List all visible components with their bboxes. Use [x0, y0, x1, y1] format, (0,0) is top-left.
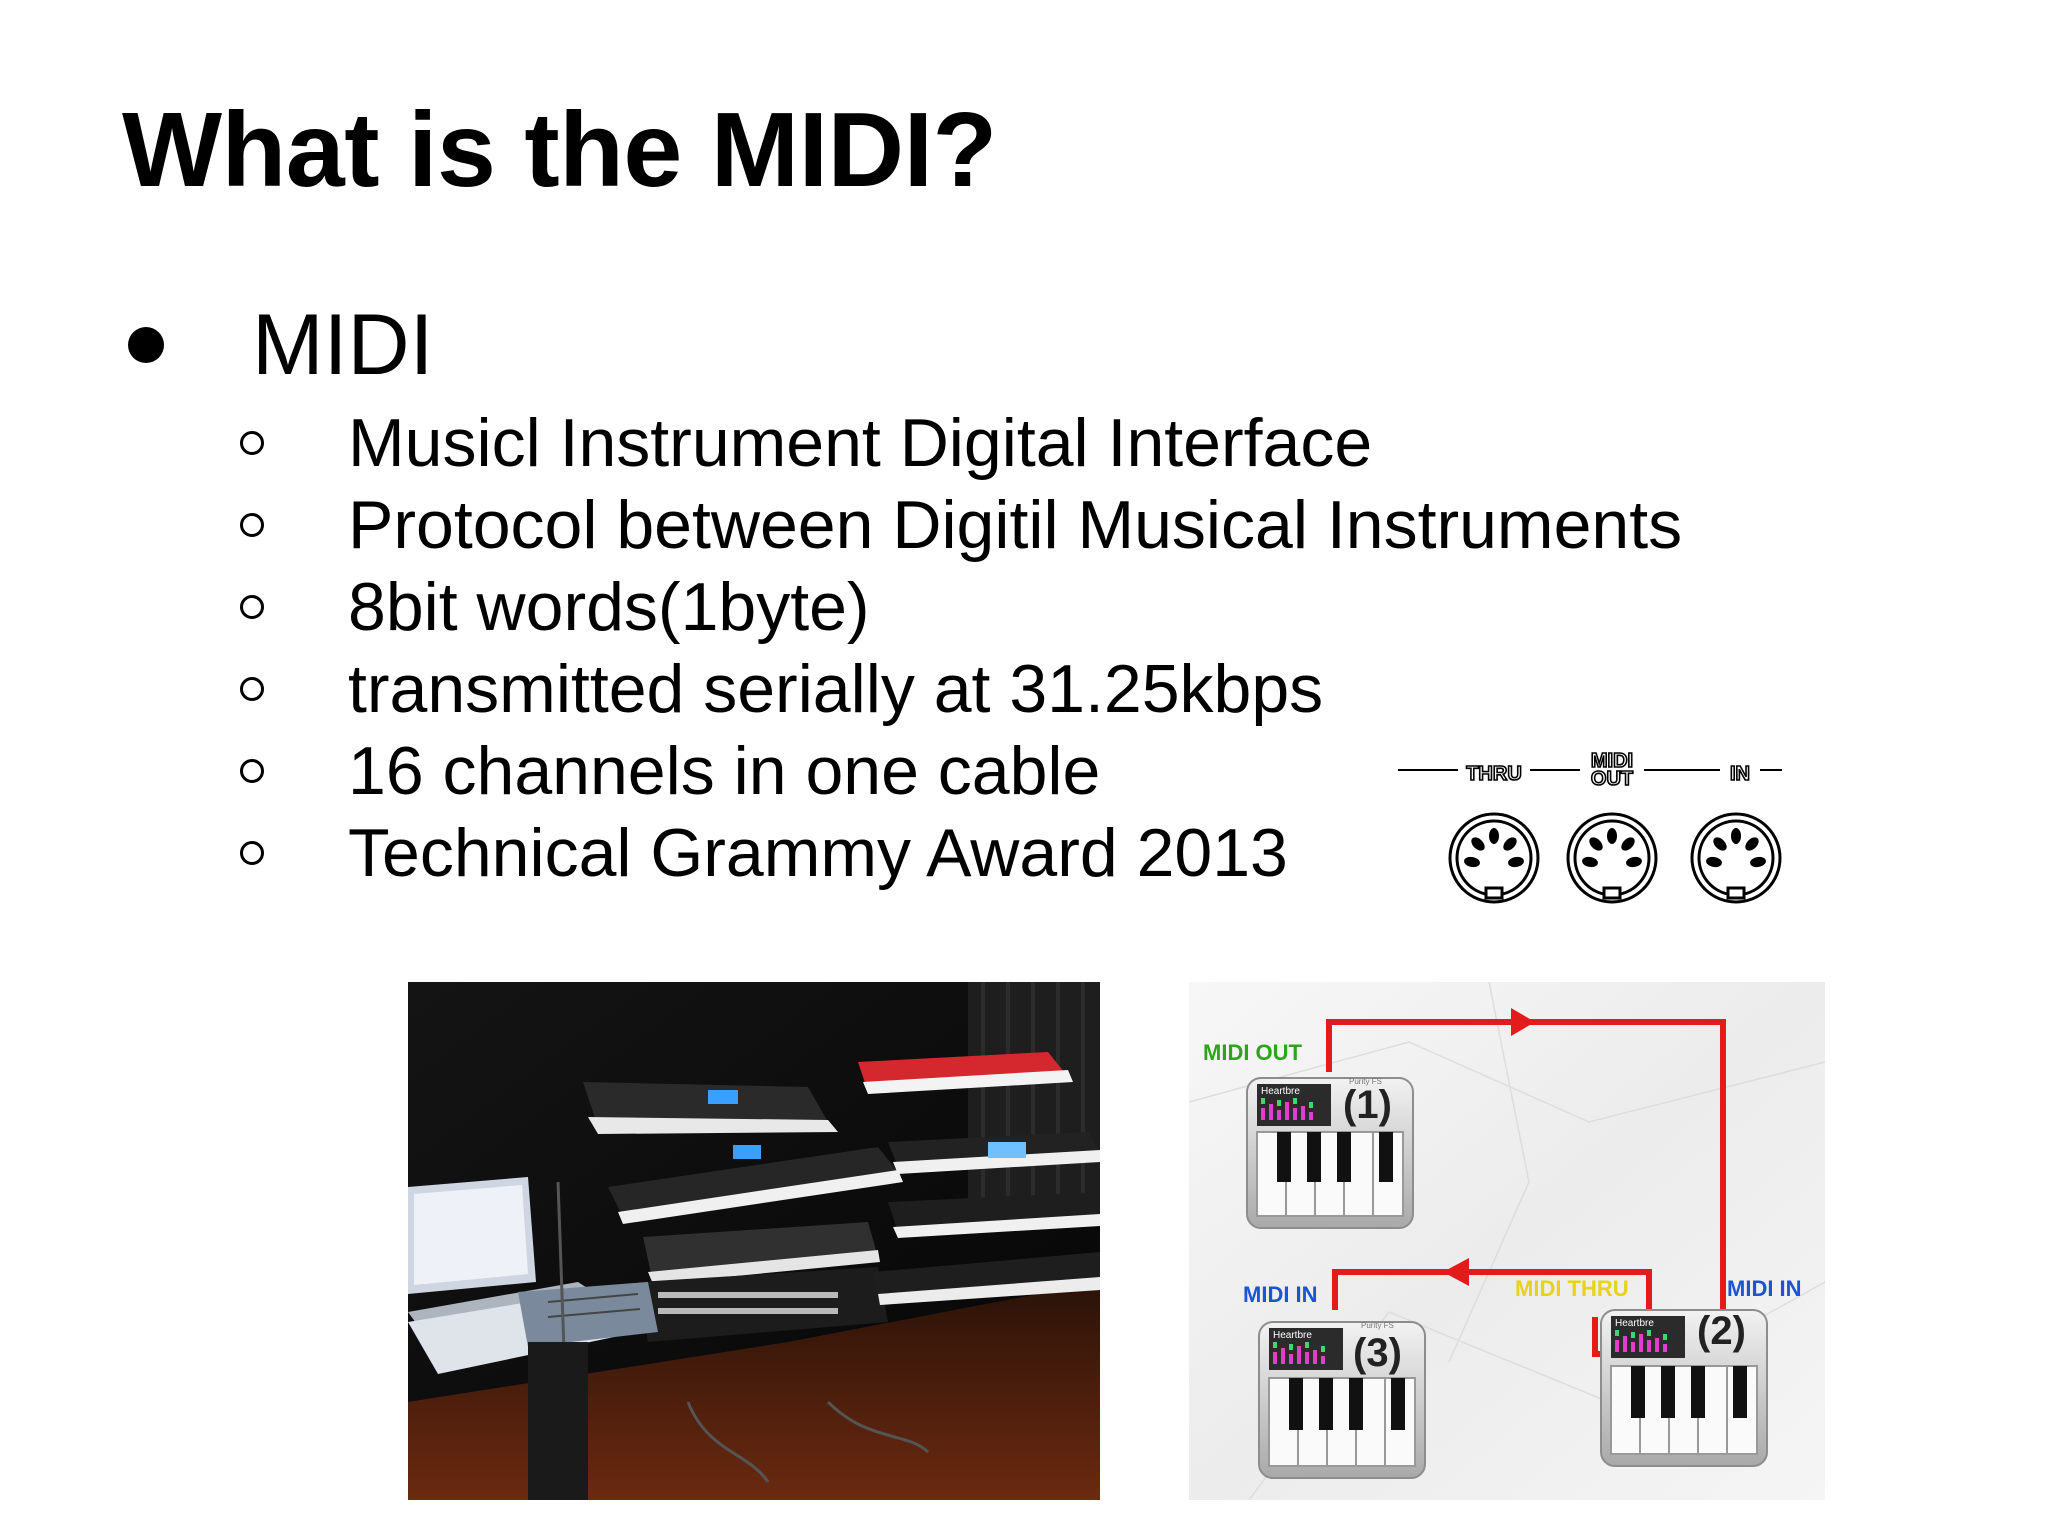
- sub-bullet-item: transmitted serially at 31.25kbps: [240, 648, 1682, 730]
- din-socket-icon: [1448, 812, 1540, 904]
- sub-bullet-text: Protocol between Digitil Musical Instrum…: [348, 487, 1683, 563]
- sub-bullet-text: Technical Grammy Award 2013: [348, 815, 1288, 891]
- circle-bullet-icon: [240, 841, 264, 865]
- midi-in-right-label: MIDI IN: [1727, 1276, 1802, 1301]
- din-socket-icon: [1690, 812, 1782, 904]
- din-socket-icon: [1566, 812, 1658, 904]
- midi-out-label: MIDI OUT: [1203, 1040, 1303, 1065]
- midi-connectors-illustration: THRU MIDI OUT IN: [1398, 749, 1782, 904]
- keyboard-stack: [583, 1052, 1100, 1342]
- bullet-dot-icon: [128, 327, 164, 364]
- device-brand-text: Heartbre: [1261, 1086, 1300, 1097]
- midi-thru-label: MIDI THRU: [1515, 1276, 1629, 1301]
- sub-bullet-list: Musicl Instrument Digital Interface Prot…: [240, 402, 1682, 894]
- bullet-midi: MIDI: [128, 298, 434, 393]
- circle-bullet-icon: [240, 677, 264, 701]
- sub-bullet-item: Musicl Instrument Digital Interface: [240, 402, 1682, 484]
- sub-bullet-item: 16 channels in one cable: [240, 730, 1682, 812]
- circle-bullet-icon: [240, 431, 264, 455]
- circle-bullet-icon: [240, 595, 264, 619]
- arrow-right-icon: [1511, 1008, 1535, 1036]
- slide-title: What is the MIDI?: [122, 91, 997, 209]
- thru-label: THRU: [1466, 763, 1522, 785]
- synth-device-icon: Heartbre Purity FS (1): [1246, 1077, 1414, 1229]
- device-subbrand-text: Purity FS: [1349, 1077, 1382, 1086]
- device-brand-text: Heartbre: [1615, 1318, 1654, 1329]
- circle-bullet-icon: [240, 759, 264, 783]
- sub-bullet-text: 8bit words(1byte): [348, 569, 870, 645]
- arrow-left-icon: [1443, 1258, 1469, 1286]
- midi-out-label-bottom: OUT: [1591, 768, 1633, 790]
- midi-out-label-top: MIDI: [1591, 750, 1633, 772]
- device-brand-text: Heartbre: [1273, 1330, 1312, 1341]
- device-1-label: (1): [1343, 1083, 1392, 1127]
- sub-bullet-item: 8bit words(1byte): [240, 566, 1682, 648]
- sub-bullet-text: 16 channels in one cable: [348, 733, 1101, 809]
- synth-device-icon: Heartbre (2): [1600, 1309, 1768, 1467]
- device-2-label: (2): [1697, 1309, 1746, 1353]
- midi-chain-diagram: MIDI OUT MIDI IN MIDI THRU MIDI IN Heart…: [1189, 982, 1825, 1500]
- sub-bullet-text: Musicl Instrument Digital Interface: [348, 405, 1373, 481]
- music-studio-photo: [408, 982, 1100, 1500]
- device-subbrand-text: Purity FS: [1361, 1321, 1394, 1330]
- sub-bullet-item: Technical Grammy Award 2013: [240, 812, 1682, 894]
- in-label: IN: [1730, 763, 1750, 785]
- circle-bullet-icon: [240, 513, 264, 537]
- midi-in-left-label: MIDI IN: [1243, 1282, 1318, 1307]
- sub-bullet-text: transmitted serially at 31.25kbps: [348, 651, 1324, 727]
- bullet-midi-text: MIDI: [252, 297, 434, 393]
- sub-bullet-item: Protocol between Digitil Musical Instrum…: [240, 484, 1682, 566]
- synth-device-icon: Heartbre Purity FS (3): [1258, 1321, 1426, 1479]
- device-3-label: (3): [1353, 1331, 1402, 1375]
